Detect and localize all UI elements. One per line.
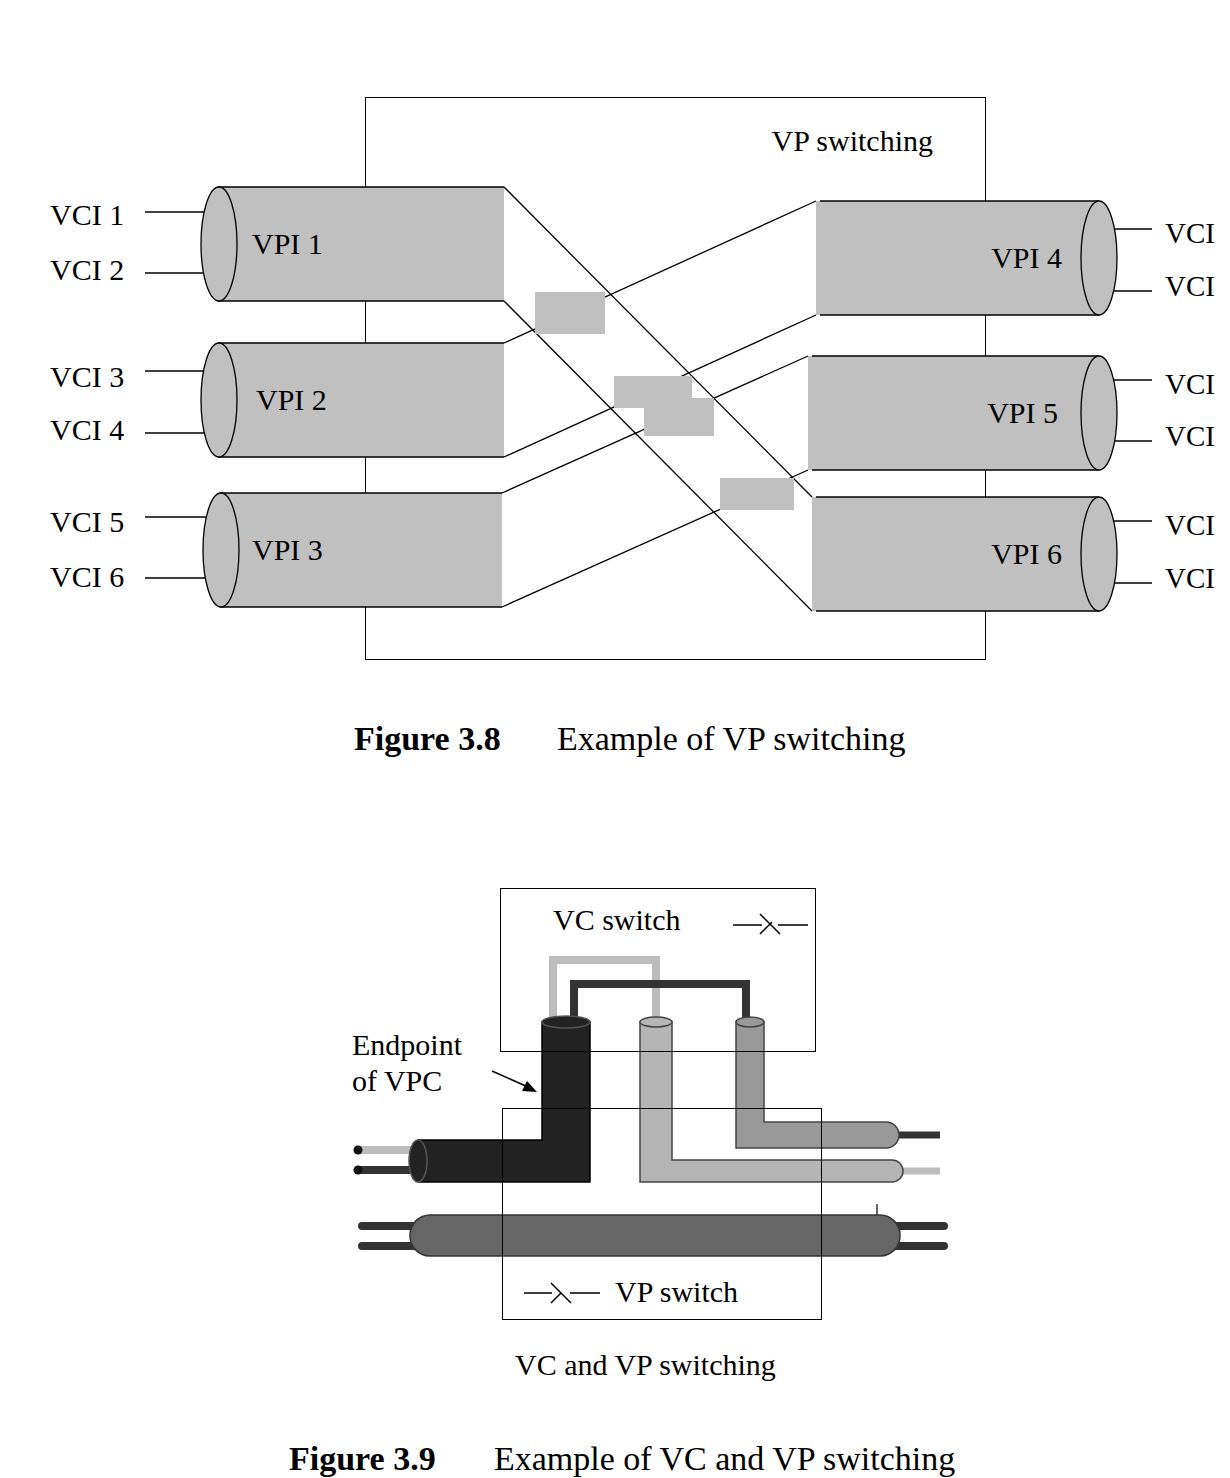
cylinder-outline <box>810 200 1118 316</box>
box-title: VC switch <box>553 905 681 935</box>
vp-cylinder: VPI 6 <box>806 496 1118 612</box>
cylinder-outline <box>806 496 1118 612</box>
caption-text: Example of VP switching <box>557 722 905 756</box>
vci-label: VCI 2 <box>50 255 124 285</box>
vpi-label: VPI 2 <box>256 385 327 415</box>
vp-connector <box>504 201 816 457</box>
figure-number: Figure 3.8 <box>354 722 501 756</box>
callout-label: Endpoint of VPC <box>352 1027 492 1099</box>
caption-text: Example of VC and VP switching <box>494 1442 955 1476</box>
box-title: VP switch <box>615 1277 738 1307</box>
leader-arrow <box>492 1071 537 1092</box>
vci-label: VCI 6 <box>50 562 124 592</box>
figure-number: Figure 3.9 <box>289 1442 436 1476</box>
vci-label: VCI <box>1165 422 1215 451</box>
vp-cylinder: VPI 5 <box>802 355 1118 471</box>
vp-connector <box>502 356 808 607</box>
vp-connector <box>504 187 812 611</box>
vci-label: VCI <box>1165 511 1215 540</box>
subtitle: VC and VP switching <box>515 1350 776 1380</box>
vci-label: VCI 3 <box>50 362 124 392</box>
vp-cylinder: VPI 1 <box>200 186 510 302</box>
cylinder-outline <box>200 342 510 458</box>
vpi-label: VPI 5 <box>987 398 1058 428</box>
vci-label: VCI <box>1165 219 1215 248</box>
vp-cylinder: VPI 2 <box>200 342 510 458</box>
vpi-label: VPI 4 <box>991 243 1062 273</box>
vp-cylinder: VPI 4 <box>810 200 1118 316</box>
vpi-label: VPI 1 <box>252 229 323 259</box>
cylinder-outline <box>202 492 508 608</box>
vci-label: VCI 1 <box>50 200 124 230</box>
cylinder-outline <box>200 186 510 302</box>
vci-label: VCI <box>1165 564 1215 593</box>
box-title: VP switching <box>772 126 933 156</box>
vc-switch-box: VC switch <box>500 888 816 1052</box>
vci-label: VCI <box>1165 370 1215 399</box>
vci-label: VCI <box>1165 272 1215 301</box>
cylinder-outline <box>802 355 1118 471</box>
vp-switch-box: VP switch <box>502 1108 822 1320</box>
vpi-label: VPI 6 <box>991 539 1062 569</box>
vp-cylinder: VPI 3 <box>202 492 508 608</box>
vci-label: VCI 5 <box>50 507 124 537</box>
crossing-patch <box>535 292 794 510</box>
vpi-label: VPI 3 <box>252 535 323 565</box>
vci-label: VCI 4 <box>50 415 124 445</box>
